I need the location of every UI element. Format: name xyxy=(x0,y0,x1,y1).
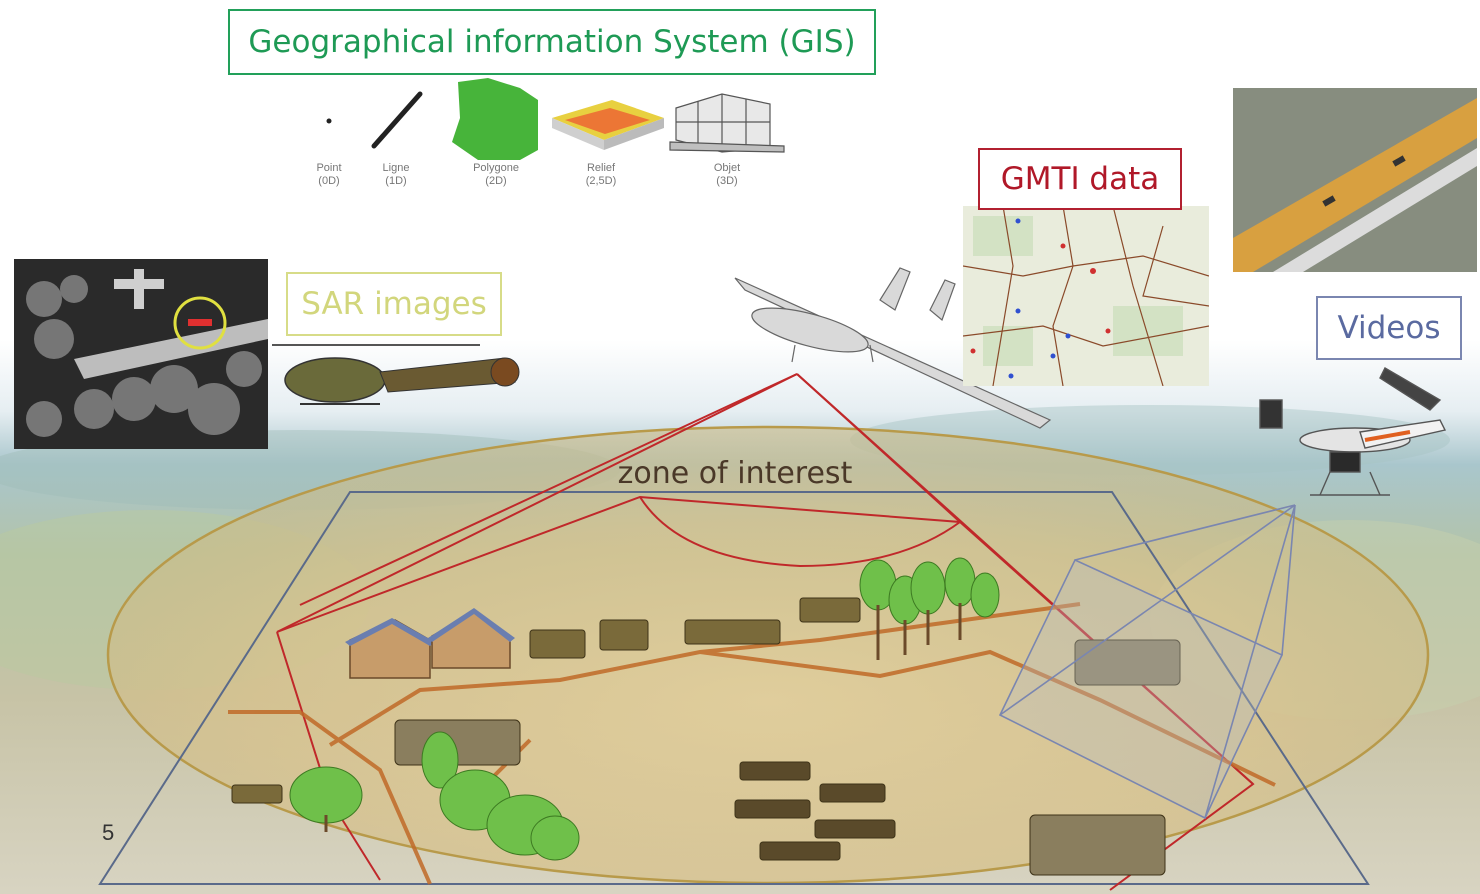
uav-drone xyxy=(734,267,1052,429)
zone-of-interest-label: zone of interest xyxy=(617,456,853,491)
gis-label-text: Geographical information System (GIS) xyxy=(248,24,856,60)
trees xyxy=(289,557,1000,861)
gis-item-dim: (3D) xyxy=(716,175,738,187)
gis-item-objet: Objet (3D) xyxy=(687,162,767,188)
gis-item-dim: (0D) xyxy=(318,175,340,187)
gis-item-dim: (2D) xyxy=(485,175,507,187)
videos-label: Videos xyxy=(1316,296,1462,360)
object-icon xyxy=(669,93,785,153)
drone-footprint xyxy=(276,373,1255,891)
point-icon xyxy=(326,118,332,124)
gmti-label-text: GMTI data xyxy=(1000,161,1160,197)
slide-number: 5 xyxy=(102,820,115,845)
sar-label: SAR images xyxy=(286,272,502,336)
polygon-icon xyxy=(452,78,538,160)
gis-item-relief: Relief (2,5D) xyxy=(561,162,641,188)
video-frame xyxy=(1233,88,1477,272)
gis-item-point: Point (0D) xyxy=(289,162,369,188)
rotary-uav xyxy=(1259,367,1447,496)
gis-item-dim: (1D) xyxy=(385,175,407,187)
video-frustum xyxy=(998,504,1296,820)
gis-item-polygone: Polygone (2D) xyxy=(456,162,536,188)
gis-item-dim: (2,5D) xyxy=(585,175,617,187)
gis-icons xyxy=(326,78,785,160)
sar-target-circle xyxy=(173,296,227,350)
gmti-label: GMTI data xyxy=(978,148,1182,210)
videos-label-text: Videos xyxy=(1337,310,1441,346)
sar-label-text: SAR images xyxy=(301,286,487,322)
gmti-map xyxy=(963,206,1209,386)
artillery xyxy=(734,761,896,861)
gis-item-name: Relief xyxy=(586,162,616,174)
gis-item-name: Polygone xyxy=(473,162,519,174)
gis-item-name: Objet xyxy=(713,162,741,174)
sector-outline xyxy=(98,491,1370,885)
houses xyxy=(345,608,515,679)
gis-item-name: Ligne xyxy=(382,162,410,174)
helicopter xyxy=(272,344,520,405)
sar-image xyxy=(14,259,268,449)
line-icon xyxy=(371,91,423,149)
gis-label: Geographical information System (GIS) xyxy=(228,9,876,75)
relief-icon xyxy=(552,100,664,150)
vehicles xyxy=(231,597,1181,876)
gis-item-name: Point xyxy=(316,162,342,174)
gis-item-ligne: Ligne (1D) xyxy=(356,162,436,188)
